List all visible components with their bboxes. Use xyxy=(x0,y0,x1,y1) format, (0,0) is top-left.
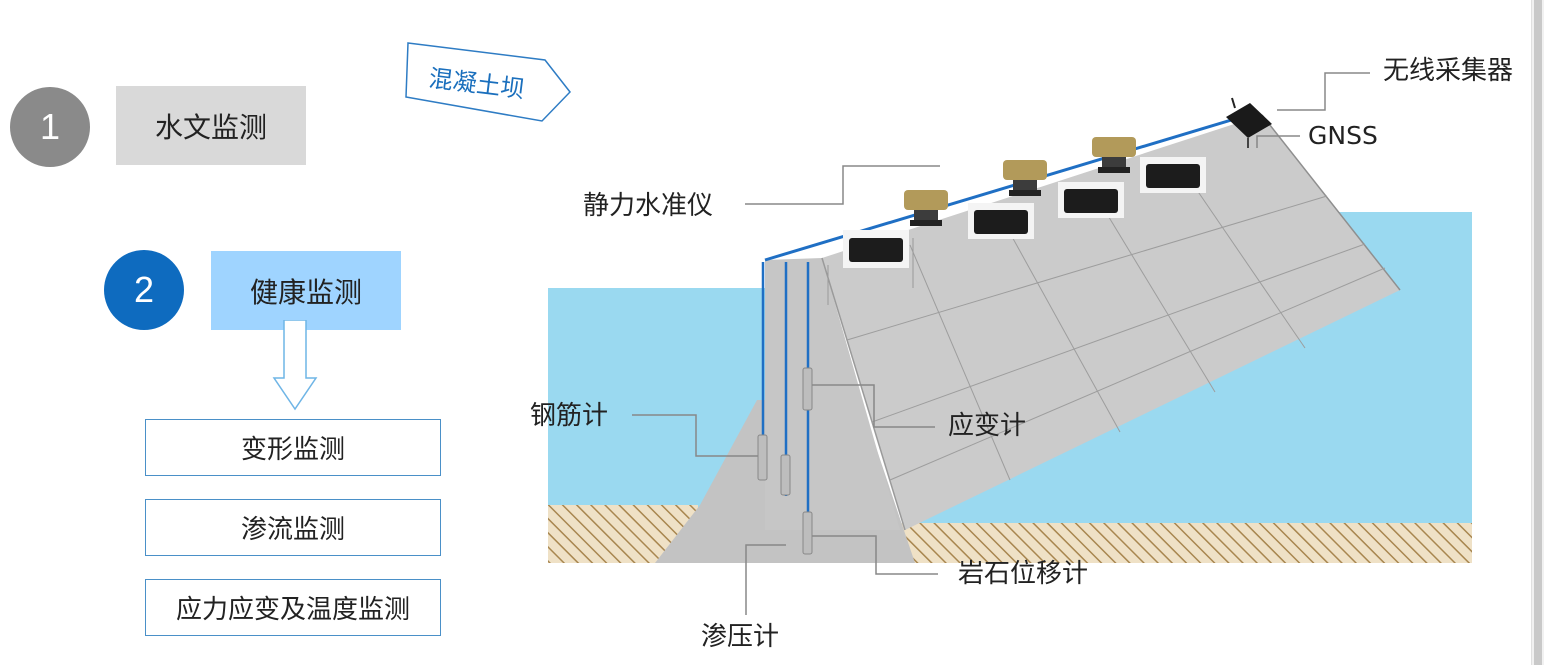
step-1-label[interactable]: 水文监测 xyxy=(116,86,306,165)
sub-item-deformation[interactable]: 变形监测 xyxy=(145,419,441,476)
ground-right xyxy=(900,523,1472,563)
rebar-meter-label: 钢筋计 xyxy=(530,401,608,431)
strain-gauge-sensor xyxy=(802,367,813,411)
rock-displacement-label: 岩石位移计 xyxy=(958,559,1088,589)
scrollbar-thumb[interactable] xyxy=(1534,0,1542,665)
piezometer-sensor xyxy=(780,454,791,496)
gnss-label: GNSS xyxy=(1308,121,1378,150)
step-2-label[interactable]: 健康监测 xyxy=(211,251,401,330)
step-1-number[interactable]: 1 xyxy=(10,87,90,167)
dam-upstream-face xyxy=(765,258,900,530)
concrete-dam-tag xyxy=(405,42,571,122)
sub-item-stress-strain-temp[interactable]: 应力应变及温度监测 xyxy=(145,579,441,636)
wireless-collector-device xyxy=(1226,97,1272,148)
rebar-meter-sensor xyxy=(757,434,768,481)
wireless-collector-label: 无线采集器 xyxy=(1383,56,1513,86)
strain-gauge-label: 应变计 xyxy=(948,411,1026,441)
down-arrow-icon xyxy=(272,320,318,411)
dam-slope xyxy=(822,115,1400,530)
gnss-receivers xyxy=(843,157,1206,268)
rock-displacement-sensor xyxy=(802,511,813,555)
static-level-label: 静力水准仪 xyxy=(583,191,713,221)
sub-item-seepage[interactable]: 渗流监测 xyxy=(145,499,441,556)
vertical-scrollbar[interactable] xyxy=(1531,0,1544,665)
piezometer-label: 渗压计 xyxy=(701,622,779,652)
level-instruments xyxy=(904,137,1136,226)
step-2-number[interactable]: 2 xyxy=(104,250,184,330)
